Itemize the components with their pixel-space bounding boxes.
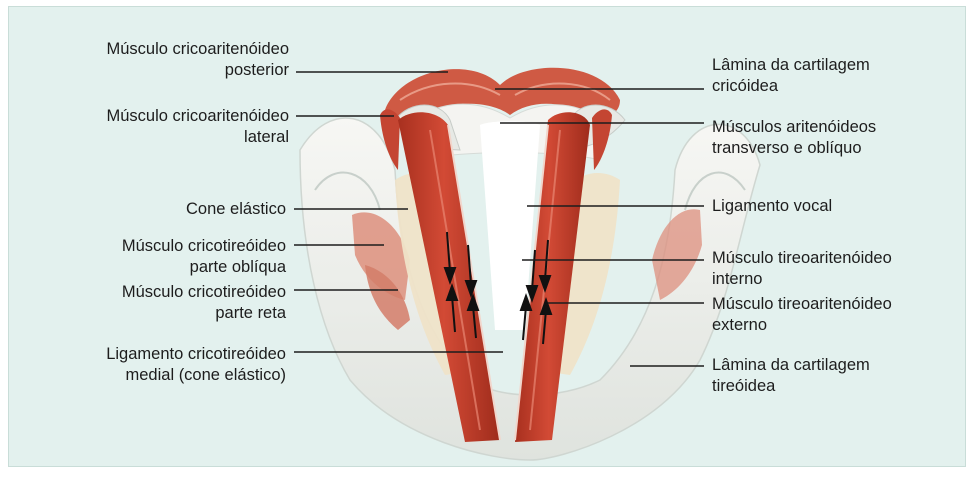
label-arytenoid-muscles: Músculos aritenóideos transverso e oblíq… (712, 117, 876, 159)
label-cricothyroid-oblique: Músculo cricotireóideo parte oblíqua (122, 236, 286, 278)
label-conus-elasticus: Cone elástico (186, 199, 286, 220)
label-thyroarytenoid-external: Músculo tireoaritenóideo externo (712, 294, 892, 336)
label-cricothyroid-straight: Músculo cricotireóideo parte reta (122, 282, 286, 324)
label-posterior-cricoarytenoid: Músculo cricoaritenóideo posterior (106, 39, 289, 81)
label-cricoid-lamina: Lâmina da cartilagem cricóidea (712, 55, 870, 97)
label-cricothyroid-ligament: Ligamento cricotireóideo medial (cone el… (106, 344, 286, 386)
label-thyroid-lamina: Lâmina da cartilagem tireóidea (712, 355, 870, 397)
label-lateral-cricoarytenoid: Músculo cricoaritenóideo lateral (106, 106, 289, 148)
label-vocal-ligament: Ligamento vocal (712, 196, 832, 217)
label-thyroarytenoid-internal: Músculo tireoaritenóideo interno (712, 248, 892, 290)
